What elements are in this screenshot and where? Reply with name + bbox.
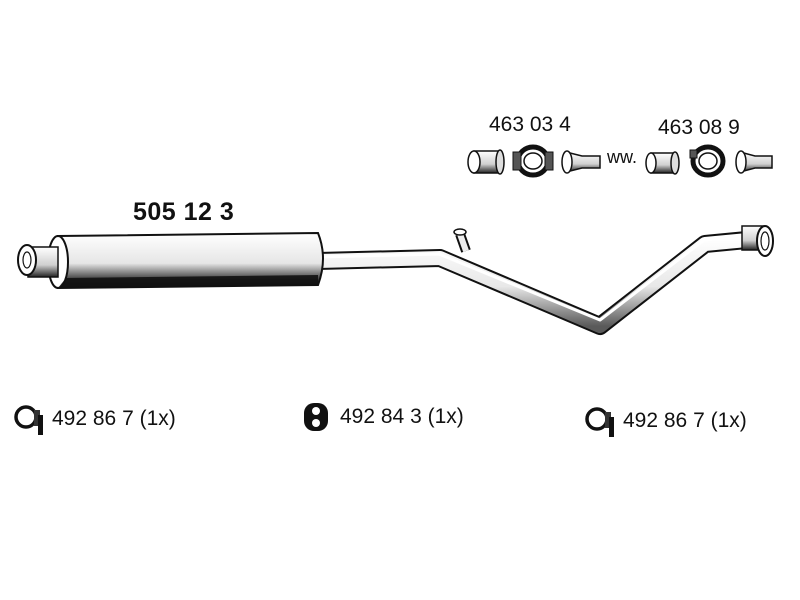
pipe-sleeve-icon xyxy=(645,151,680,175)
fitting-kit-1-parts xyxy=(467,144,601,178)
band-clamp-icon xyxy=(689,144,726,178)
connector-text: ww. xyxy=(607,147,638,167)
middle-silencer-assembly xyxy=(17,225,774,335)
band-clamp-icon xyxy=(512,144,554,178)
muffler-body xyxy=(47,231,324,290)
accessory-item: 492 86 7 (1x) xyxy=(12,401,176,437)
rubber-hanger-icon xyxy=(304,403,328,431)
inlet-end xyxy=(17,244,59,278)
fitting-kit-1-number: 463 03 4 xyxy=(489,113,571,136)
accessory-label: 492 86 7 (1x) xyxy=(623,409,747,432)
pipe-sleeve-icon xyxy=(467,149,505,175)
fitting-kit-2-parts xyxy=(645,144,773,178)
flared-sleeve-icon xyxy=(561,150,601,174)
sensor-stub xyxy=(453,228,471,253)
accessory-item: 492 84 3 (1x) xyxy=(300,399,464,435)
pipe-clamp-icon xyxy=(585,407,614,437)
fitting-kit-2-number: 463 08 9 xyxy=(658,116,740,139)
accessory-label: 492 86 7 (1x) xyxy=(52,407,176,430)
main-part-number: 505 12 3 xyxy=(133,198,235,226)
accessory-item: 492 86 7 (1x) xyxy=(583,403,747,439)
pipe-clamp-icon xyxy=(14,405,43,435)
outlet-end xyxy=(741,225,774,257)
accessory-label: 492 84 3 (1x) xyxy=(340,405,464,428)
flared-sleeve-icon xyxy=(735,150,773,174)
